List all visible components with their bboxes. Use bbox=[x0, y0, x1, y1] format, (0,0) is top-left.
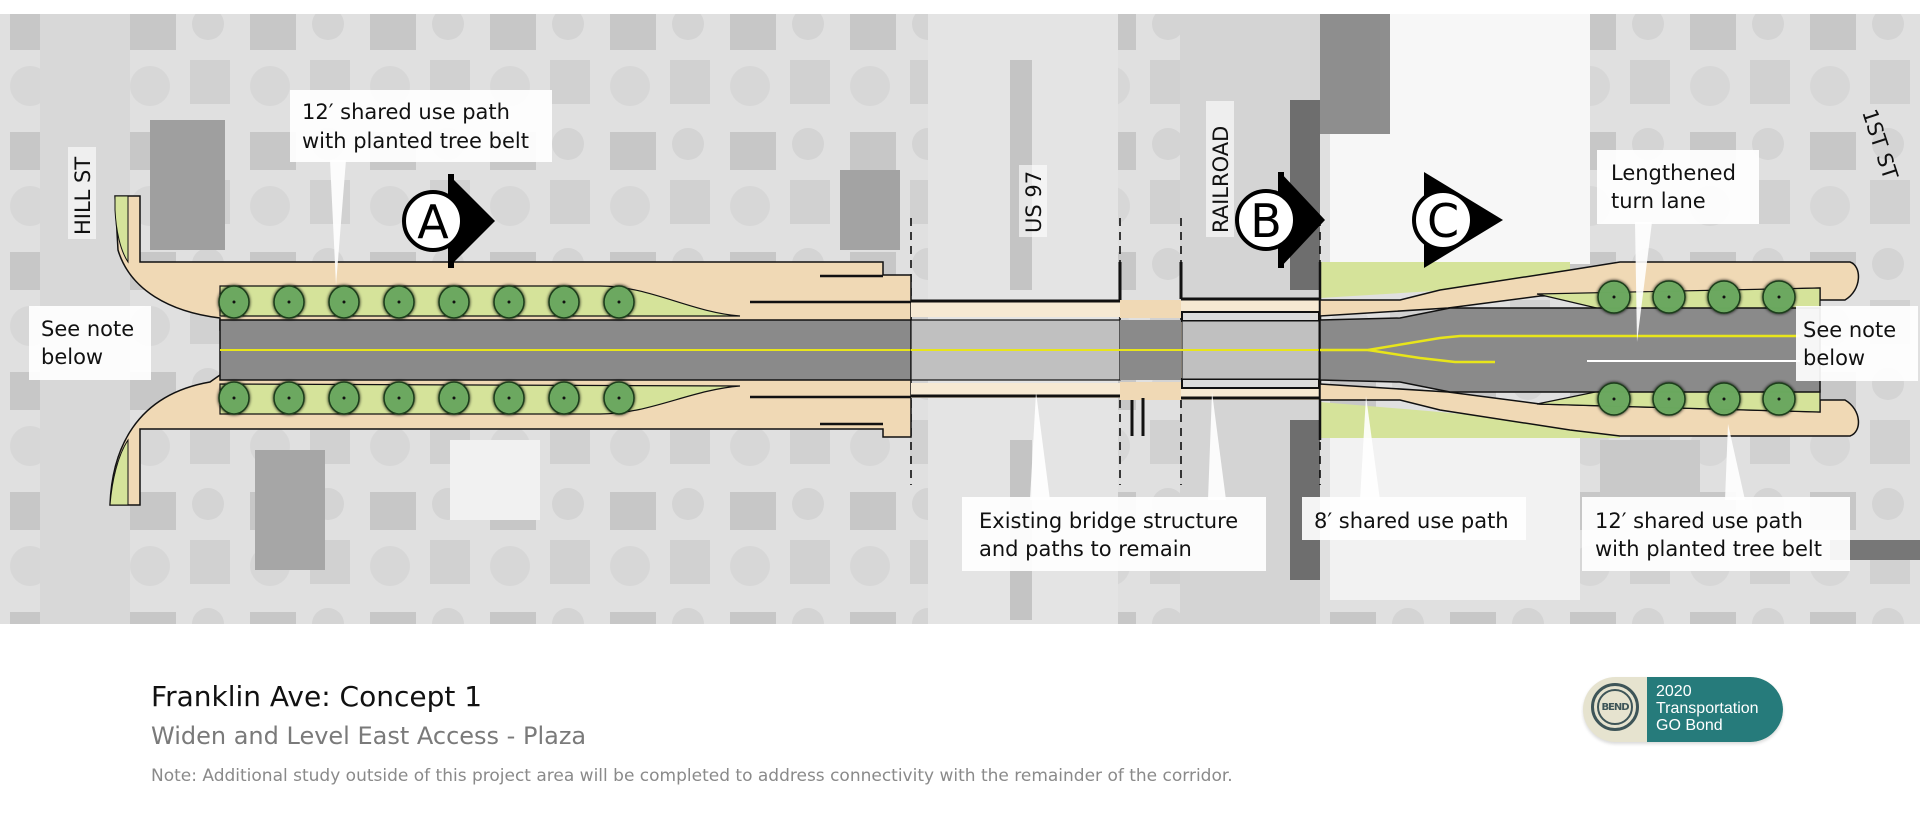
callout-west-path: 12′ shared use path with planted tree be… bbox=[290, 90, 552, 162]
svg-text:and paths to remain: and paths to remain bbox=[979, 537, 1192, 561]
page-subtitle: Widen and Level East Access - Plaza bbox=[151, 722, 587, 750]
svg-text:Existing bridge structure: Existing bridge structure bbox=[979, 509, 1238, 533]
svg-text:A: A bbox=[417, 195, 449, 249]
svg-text:HILL ST: HILL ST bbox=[71, 157, 95, 235]
svg-text:RAILROAD: RAILROAD bbox=[1209, 126, 1233, 233]
callout-turn-lane: Lengthened turn lane bbox=[1597, 150, 1759, 224]
page-title: Franklin Ave: Concept 1 bbox=[151, 680, 483, 713]
section-arrow-right-icon bbox=[1280, 172, 1325, 268]
svg-text:Lengthened: Lengthened bbox=[1611, 161, 1736, 185]
svg-text:B: B bbox=[1250, 194, 1282, 248]
svg-text:US 97: US 97 bbox=[1022, 171, 1046, 233]
section-arrow-right-icon bbox=[448, 174, 495, 268]
svg-text:C: C bbox=[1427, 194, 1459, 248]
svg-text:8′ shared use path: 8′ shared use path bbox=[1314, 509, 1509, 533]
svg-text:with planted tree belt: with planted tree belt bbox=[1595, 537, 1822, 561]
section-marker-a: A bbox=[402, 174, 495, 268]
bend-seal-icon: BEND bbox=[1591, 683, 1639, 731]
title-block: Franklin Ave: Concept 1 Widen and Level … bbox=[151, 676, 1233, 788]
callout-east-path: 12′ shared use path with planted tree be… bbox=[1582, 497, 1850, 571]
street-label-us97: US 97 bbox=[1019, 165, 1047, 237]
tree-center-dots bbox=[232, 295, 1781, 401]
go-bond-logo: BEND 2020 Transportation GO Bond bbox=[1583, 677, 1783, 742]
railroad-bridge-segment bbox=[1179, 262, 1320, 400]
callout-see-note-west: See note below bbox=[29, 306, 151, 380]
callout-8ft-path: 8′ shared use path bbox=[1302, 497, 1526, 540]
street-label-railroad: RAILROAD bbox=[1206, 101, 1234, 237]
street-label-hill-st: HILL ST bbox=[68, 147, 96, 239]
section-marker-b: B bbox=[1235, 172, 1325, 268]
callout-see-note-east: See note below bbox=[1796, 306, 1918, 381]
svg-text:turn lane: turn lane bbox=[1611, 189, 1706, 213]
logo-band: 2020 Transportation GO Bond bbox=[1647, 677, 1783, 742]
callout-bridge: Existing bridge structure and paths to r… bbox=[962, 497, 1266, 571]
section-marker-c: C bbox=[1412, 172, 1503, 268]
callout-pointers bbox=[330, 160, 1745, 500]
svg-text:See note: See note bbox=[1803, 318, 1896, 342]
svg-text:See note: See note bbox=[41, 317, 134, 341]
svg-text:12′ shared use path: 12′ shared use path bbox=[1595, 509, 1803, 533]
us97-bridge-segment bbox=[910, 262, 1181, 436]
svg-text:12′ shared use path: 12′ shared use path bbox=[302, 100, 510, 124]
svg-text:below: below bbox=[1803, 346, 1865, 370]
svg-text:with planted tree belt: with planted tree belt bbox=[302, 129, 529, 153]
svg-text:below: below bbox=[41, 345, 103, 369]
footnote: Note: Additional study outside of this p… bbox=[151, 766, 1233, 786]
